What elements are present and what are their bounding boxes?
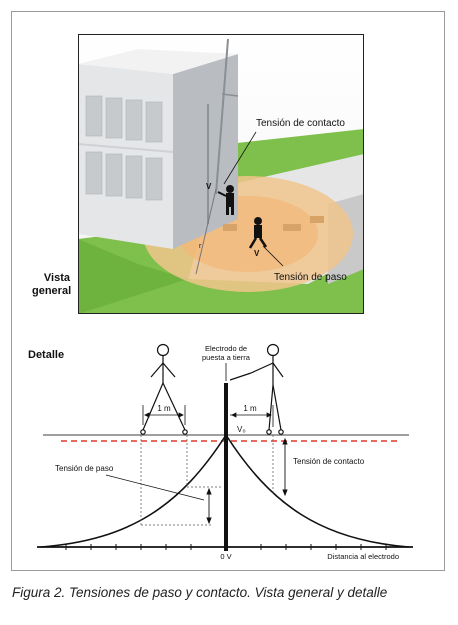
contact-pointer (223, 131, 257, 185)
contact-voltage-marker (282, 437, 288, 497)
projection-lines (140, 435, 274, 526)
person-step (248, 217, 268, 249)
step-pointer (262, 245, 284, 267)
building-windows (85, 95, 163, 201)
step-voltage-label: Tensión de paso (55, 464, 114, 473)
ground-wire (195, 188, 217, 275)
illustration-border (78, 34, 364, 314)
vista-label-line2: general (32, 285, 72, 297)
benches (223, 216, 324, 231)
electrode-label-line1: Electrodo de (205, 344, 247, 353)
overview-illustration: Tensión de contacto Tensión de paso V V … (78, 34, 364, 314)
stick-figure-step (140, 343, 188, 435)
step-voltage-marker (206, 487, 212, 525)
axis-distance-label: Distancia al electrodo (327, 552, 399, 561)
detail-diagram: Electrodo de puesta a tierra 1 m 1 m V₀ (37, 343, 413, 561)
mast-arm (221, 93, 239, 97)
figure-caption: Figura 2. Tensiones de paso y contacto. … (12, 585, 388, 600)
axis-ticks (65, 544, 387, 550)
building-side (173, 54, 238, 249)
v0-label: V₀ (237, 425, 246, 434)
v-mark-contact: V (206, 182, 212, 191)
dimension-left (142, 405, 186, 425)
person-contact (217, 185, 234, 215)
step-label: Tensión de paso (274, 272, 347, 283)
electrode-label-line2: puesta a tierra (202, 353, 251, 362)
building-roof (78, 49, 238, 74)
grass-shade (78, 239, 188, 314)
building-ledge (78, 143, 174, 153)
contact-label: Tensión de contacto (256, 118, 345, 129)
contact-voltage-label: Tensión de contacto (293, 457, 365, 466)
dimension-right-label: 1 m (243, 404, 257, 413)
v-mark-step: V (254, 249, 260, 258)
step-label-pointer (105, 474, 205, 501)
r-mark: r (199, 243, 202, 250)
vista-general-label: Vista general (32, 272, 72, 298)
axis-zero-label: 0 V (220, 552, 231, 561)
dimension-left-label: 1 m (157, 404, 171, 413)
vista-label-line1: Vista (43, 272, 70, 284)
detail-label: Detalle (28, 349, 65, 361)
dimension-right (230, 405, 274, 427)
stick-figure-contact (229, 343, 284, 435)
electrode (224, 383, 228, 551)
mast (215, 38, 229, 195)
